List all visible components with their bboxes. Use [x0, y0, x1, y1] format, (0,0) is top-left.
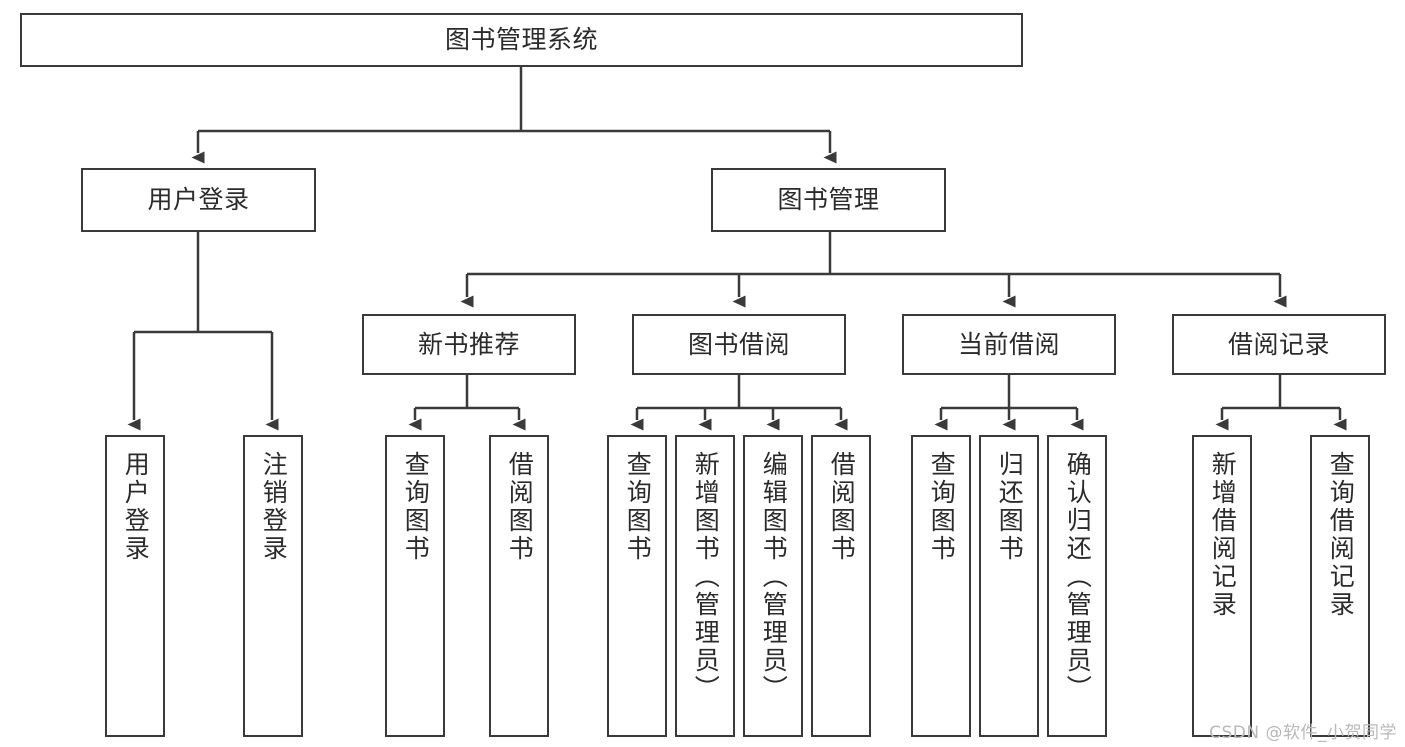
- node-label: 查询图书: [927, 451, 957, 563]
- node-user-login[interactable]: 用户登录: [81, 168, 316, 232]
- leaf-edit-book-admin[interactable]: 编辑图书（管理员）: [743, 435, 803, 737]
- node-label: 借阅图书: [827, 451, 857, 563]
- leaf-query-book-borrow[interactable]: 查询图书: [607, 435, 667, 737]
- node-book-borrow[interactable]: 图书借阅: [632, 314, 846, 375]
- node-borrow-records[interactable]: 借阅记录: [1172, 314, 1386, 375]
- node-label: 当前借阅: [957, 329, 1060, 359]
- node-label: 编辑图书（管理员）: [759, 451, 789, 703]
- node-label: 图书借阅: [687, 329, 790, 359]
- node-label: 新增借阅记录: [1208, 451, 1238, 619]
- leaf-query-borrow-record[interactable]: 查询借阅记录: [1310, 435, 1370, 737]
- leaf-add-book-admin[interactable]: 新增图书（管理员）: [675, 435, 735, 737]
- node-book-management[interactable]: 图书管理: [711, 168, 946, 232]
- node-label: 图书管理系统: [444, 25, 598, 55]
- leaf-add-borrow-record[interactable]: 新增借阅记录: [1192, 435, 1252, 737]
- leaf-borrow-book[interactable]: 借阅图书: [811, 435, 871, 737]
- node-label: 用户登录: [121, 451, 151, 563]
- csdn-watermark: CSDN @软件_小贺同学: [1209, 723, 1397, 743]
- leaf-logout[interactable]: 注销登录: [243, 435, 303, 737]
- node-label: 借阅图书: [505, 451, 535, 563]
- leaf-query-book-current[interactable]: 查询图书: [911, 435, 971, 737]
- node-current-borrow[interactable]: 当前借阅: [902, 314, 1116, 375]
- node-label: 确认归还（管理员）: [1063, 451, 1093, 703]
- node-label: 查询图书: [623, 451, 653, 563]
- node-label: 用户登录: [147, 185, 250, 215]
- leaf-confirm-return-admin[interactable]: 确认归还（管理员）: [1047, 435, 1107, 737]
- leaf-borrow-book-recommend[interactable]: 借阅图书: [489, 435, 549, 737]
- node-label: 新增图书（管理员）: [691, 451, 721, 703]
- node-label: 查询借阅记录: [1326, 451, 1356, 619]
- node-label: 借阅记录: [1227, 329, 1330, 359]
- node-label: 查询图书: [401, 451, 431, 563]
- node-root-system[interactable]: 图书管理系统: [20, 13, 1023, 67]
- node-label: 注销登录: [259, 451, 289, 563]
- node-label: 图书管理: [777, 185, 880, 215]
- node-label: 新书推荐: [417, 329, 520, 359]
- node-label: 归还图书: [995, 451, 1025, 563]
- node-new-book-recommend[interactable]: 新书推荐: [362, 314, 576, 375]
- leaf-return-book[interactable]: 归还图书: [979, 435, 1039, 737]
- leaf-query-book-recommend[interactable]: 查询图书: [385, 435, 445, 737]
- leaf-user-login[interactable]: 用户登录: [105, 435, 165, 737]
